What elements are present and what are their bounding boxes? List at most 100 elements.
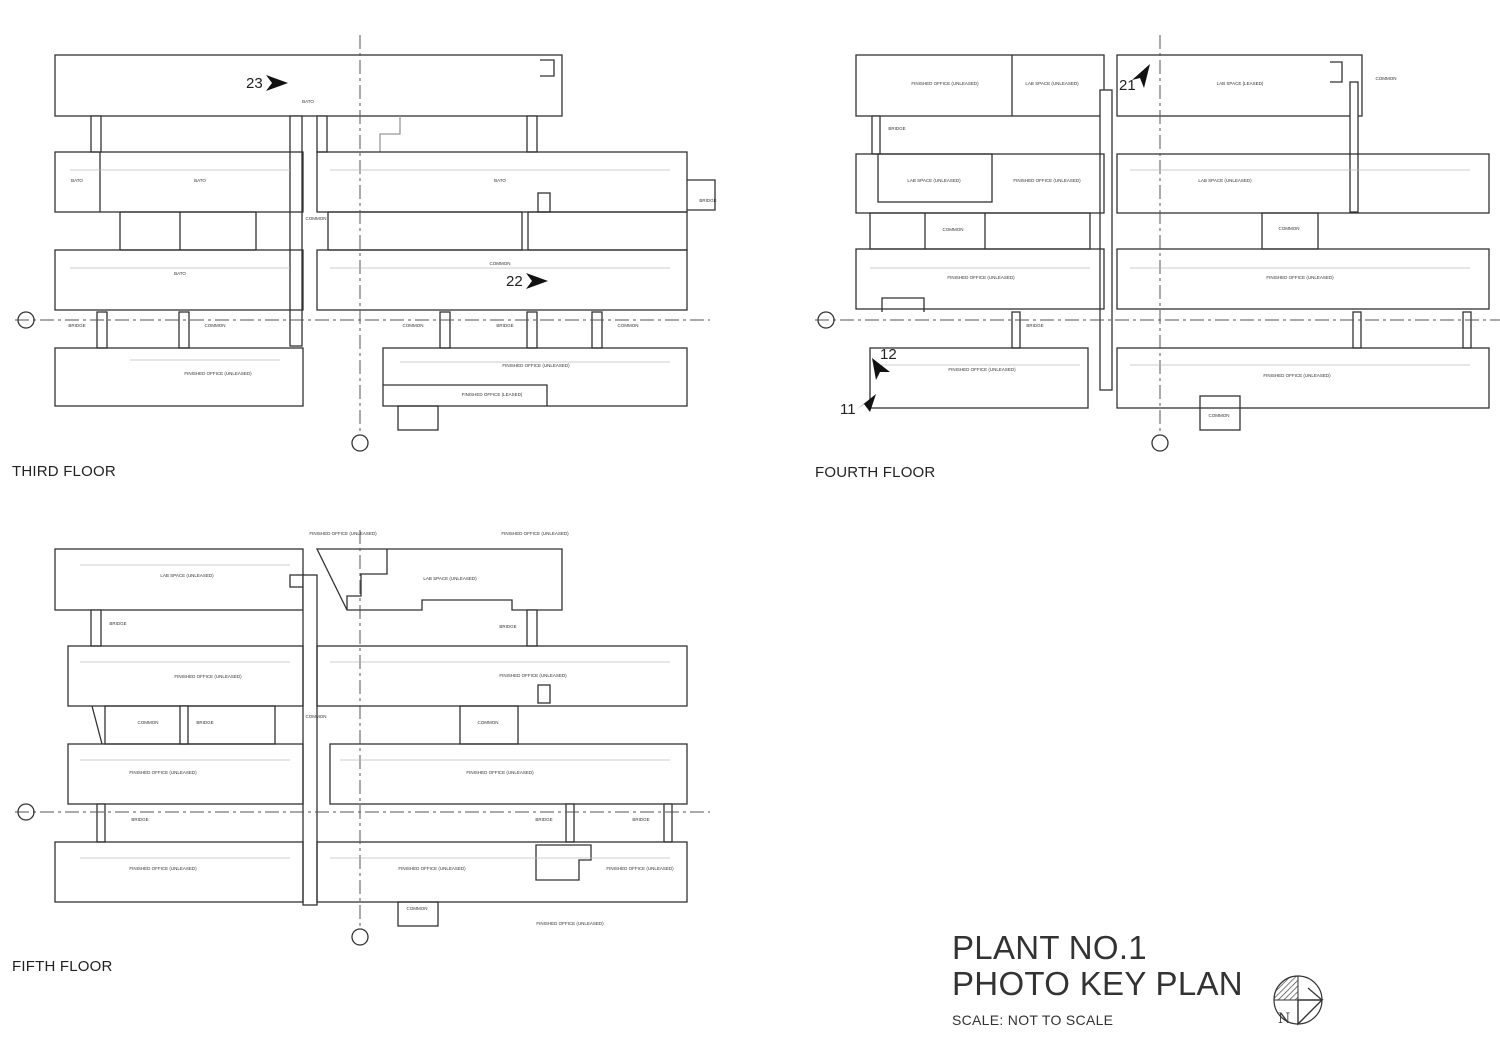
fifth-pillar: [526, 609, 538, 647]
fifth-bridge: [663, 803, 673, 843]
fifth-axis-marker-v: [351, 928, 369, 946]
fourth-floor-plan: [815, 35, 1500, 452]
third-band-2-left: [54, 151, 304, 213]
fourth-band-4-left: [855, 248, 1105, 310]
room-label: COMMON: [1279, 226, 1300, 231]
room-label: COMMON: [1376, 76, 1397, 81]
fourth-pillar: [1349, 81, 1359, 213]
room-label: COMMON: [490, 261, 511, 266]
fifth-bottom-left: [54, 841, 304, 903]
room-label: FINISHED OFFICE (UNLEASED): [398, 866, 466, 871]
fifth-pillar: [90, 609, 102, 647]
room-label: COMMON: [306, 216, 327, 221]
room-label: LAB SPACE (UNLEASED): [1025, 81, 1079, 86]
room-label: BRIDGE: [888, 126, 905, 131]
fifth-band-4-right: [329, 743, 688, 805]
photo-number-22: 22: [506, 273, 523, 290]
fourth-lab-box: [877, 153, 993, 203]
fifth-axis-marker-h: [17, 803, 35, 821]
room-label: FINISHED OFFICE (UNLEASED): [129, 770, 197, 775]
fifth-common-box: [397, 901, 439, 927]
room-label: FINISHED OFFICE (UNLEASED): [502, 363, 570, 368]
fourth-band-2-left: [855, 153, 1105, 214]
fourth-step: [881, 297, 925, 312]
fourth-bridge: [1352, 311, 1362, 349]
third-bottom-right: [382, 347, 688, 407]
fourth-bridge: [1462, 311, 1472, 349]
room-label: FINISHED OFFICE (UNLEASED): [911, 81, 979, 86]
third-bridge: [96, 311, 108, 349]
photo-number-21: 21: [1119, 77, 1136, 94]
room-label: LAB SPACE (LEASED): [1217, 81, 1264, 86]
third-bottom-inner: [383, 384, 548, 406]
photo-arrow-22: [526, 273, 548, 289]
third-top-wing: [54, 54, 563, 117]
room-label: FINISHED OFFICE (UNLEASED): [1263, 373, 1331, 378]
room-label: COMMON: [478, 720, 499, 725]
third-pillar: [526, 115, 538, 153]
third-floor-plan: [15, 35, 716, 452]
room-label: FINISHED OFFICE (UNLEASED): [536, 921, 604, 926]
title-line-2: PHOTO KEY PLAN: [952, 965, 1243, 1002]
room-label: BATO: [71, 178, 83, 183]
fourth-band-4-right: [1116, 248, 1490, 310]
fifth-spine: [302, 574, 318, 906]
room-label: FINISHED OFFICE (UNLEASED): [606, 866, 674, 871]
room-label: COMMON: [407, 906, 428, 911]
room-label: FINISHED OFFICE (UNLEASED): [948, 367, 1016, 372]
photo-arrow-21: [1132, 64, 1150, 88]
fourth-top-notch: [1330, 61, 1343, 83]
fourth-common-box: [1199, 395, 1241, 431]
third-pillar: [316, 115, 328, 153]
fifth-floor-plan: [15, 530, 710, 946]
room-label: FINISHED OFFICE (UNLEASED): [499, 673, 567, 678]
fifth-bridge: [565, 803, 575, 843]
fourth-pillar: [1099, 89, 1113, 391]
room-label: BRIDGE: [632, 817, 649, 822]
room-label: BRIDGE: [1026, 323, 1043, 328]
fifth-small-box: [537, 684, 551, 704]
third-bridge: [439, 311, 451, 349]
third-bottom-left: [54, 347, 304, 407]
room-label: COMMON: [403, 323, 424, 328]
room-label: BATO: [194, 178, 206, 183]
room-label: BRIDGE: [131, 817, 148, 822]
room-label: LAB SPACE (UNLEASED): [1198, 178, 1252, 183]
room-label: FINISHED OFFICE (UNLEASED): [184, 371, 252, 376]
room-label: FINISHED OFFICE (UNLEASED): [129, 866, 197, 871]
photo-arrow-11: [856, 394, 876, 412]
fourth-axis-marker-h: [817, 311, 835, 329]
third-bridge: [526, 311, 538, 349]
title-block: PLANT NO.1 PHOTO KEY PLAN SCALE: NOT TO …: [952, 930, 1243, 1029]
third-top-notch: [540, 59, 555, 77]
room-label: BATO: [302, 99, 314, 104]
photo-arrow-23: [266, 75, 288, 91]
fourth-bridge: [1011, 311, 1021, 349]
third-band-4-right: [316, 249, 688, 311]
photo-number-23: 23: [246, 75, 263, 92]
third-band-3-right2: [527, 211, 688, 251]
fourth-bottom-right: [1116, 347, 1490, 409]
fifth-top-right: [315, 548, 563, 611]
photo-arrow-12: [872, 358, 890, 380]
fifth-bottom-right: [316, 841, 688, 903]
third-notch-small: [537, 192, 551, 213]
fourth-bottom-left: [869, 347, 1089, 409]
fifth-top-left: [54, 548, 304, 611]
room-label: COMMON: [205, 323, 226, 328]
fifth-top-notch: [289, 574, 305, 588]
floor-label-fourth: FOURTH FLOOR: [815, 464, 936, 481]
north-arrow-icon: N: [1273, 975, 1324, 1027]
third-common-box: [397, 405, 439, 431]
fourth-pillar: [871, 115, 881, 155]
room-label: BRIDGE: [699, 198, 716, 203]
fourth-band-2-right: [1116, 153, 1490, 214]
room-label: BRIDGE: [68, 323, 85, 328]
scale-note: SCALE: NOT TO SCALE: [952, 1012, 1114, 1028]
photo-number-11: 11: [840, 401, 856, 418]
room-label: LAB SPACE (UNLEASED): [160, 573, 214, 578]
room-label: BRIDGE: [499, 624, 516, 629]
fifth-bridge: [96, 803, 106, 843]
room-label: COMMON: [618, 323, 639, 328]
